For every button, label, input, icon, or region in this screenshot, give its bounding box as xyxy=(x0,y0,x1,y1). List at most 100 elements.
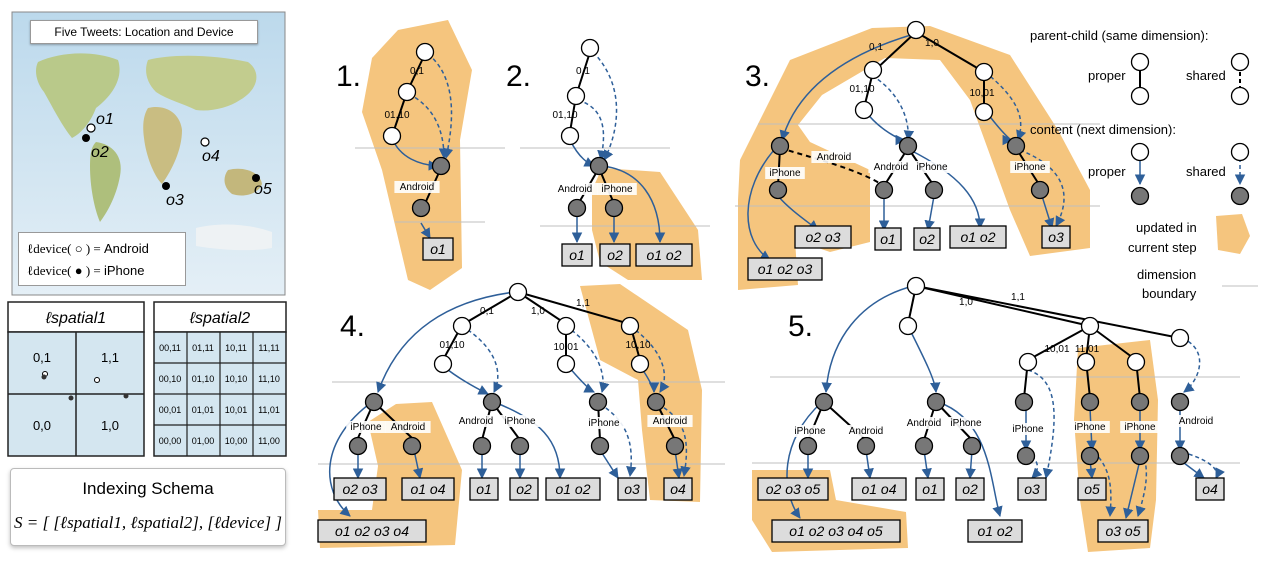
node-label-bg xyxy=(912,161,952,173)
step-2-label: 2. xyxy=(506,60,531,93)
parent-node xyxy=(906,20,926,40)
device-legend-android-prefix: ℓdevice( ○ ) = xyxy=(27,241,104,256)
grid2-cell: 00,01 xyxy=(159,405,182,415)
node-label: iPhone xyxy=(1074,422,1106,433)
content-node xyxy=(814,392,834,412)
leaf-box xyxy=(333,477,387,501)
cell-0-0: 0,0 xyxy=(33,418,51,433)
grid2-cell: 01,10 xyxy=(192,374,215,384)
grid2-cell: 01,00 xyxy=(192,436,215,446)
leaf-label: o1 o2 xyxy=(960,229,995,245)
leaf-label: o3 xyxy=(624,481,640,497)
map-title: Five Tweets: Location and Device xyxy=(30,20,258,44)
point-o5 xyxy=(252,174,260,182)
content-node xyxy=(962,436,982,456)
content-node xyxy=(914,436,934,456)
leaf-label: o2 o3 xyxy=(342,481,377,497)
parent-node xyxy=(863,60,883,80)
leaf-box xyxy=(913,227,941,251)
leaf-box xyxy=(317,519,427,543)
content-node xyxy=(588,392,608,412)
content-node xyxy=(856,436,876,456)
node-label-bg xyxy=(394,181,440,193)
grid2-cell: 00,10 xyxy=(159,374,182,384)
leaf-label: o4 xyxy=(1202,481,1218,497)
parent-node xyxy=(1130,86,1150,106)
legend: parent-child (same dimension): proper sh… xyxy=(1030,28,1250,301)
step-5-label: 5. xyxy=(788,310,813,343)
tree-nodes xyxy=(348,20,1250,466)
node-label: Android xyxy=(391,422,425,433)
leaf-box xyxy=(617,477,647,501)
node-label-bg xyxy=(843,425,889,437)
leaf-box xyxy=(635,243,693,267)
legend-updated-2: current step xyxy=(1128,240,1197,255)
leaf-label: o4 xyxy=(670,481,686,497)
cell-1-1: 1,1 xyxy=(101,350,119,365)
leaf-label: o3 o5 xyxy=(1105,523,1140,539)
content-node xyxy=(1016,446,1036,466)
content-node xyxy=(924,180,944,200)
parent-node xyxy=(397,82,417,102)
node-label: Android xyxy=(874,162,908,173)
schema-title: Indexing Schema xyxy=(82,479,214,498)
content-node xyxy=(1130,446,1150,466)
dimension-boundaries xyxy=(318,123,1258,465)
cell-1-0: 1,0 xyxy=(101,418,119,433)
content-node xyxy=(1170,392,1190,412)
leaf-label: o1 xyxy=(430,241,446,257)
legend-boundary-1: dimension xyxy=(1137,267,1196,282)
leaf-label: o1 o2 xyxy=(555,481,590,497)
leaf-box xyxy=(874,227,902,251)
point-o3 xyxy=(162,182,170,190)
parent-node xyxy=(1018,352,1038,372)
node-label: iPhone xyxy=(588,418,620,429)
parent-node xyxy=(1170,328,1190,348)
leaf-box xyxy=(771,519,901,543)
edge-label: 10,01 xyxy=(969,88,994,99)
edge-label: 0,1 xyxy=(576,66,590,77)
parent-node xyxy=(1230,52,1250,72)
edge-label: 1,0 xyxy=(959,297,973,308)
content-node xyxy=(1014,392,1034,412)
leaf-box xyxy=(561,243,593,267)
step-3-label: 3. xyxy=(745,60,770,93)
node-label-bg xyxy=(868,161,914,173)
node-label-bg xyxy=(946,417,986,429)
edge-label: 10,01 xyxy=(1044,344,1069,355)
node-label-bg xyxy=(901,417,947,429)
leaf-label: o1 o4 xyxy=(410,481,445,497)
content-node xyxy=(590,436,610,456)
parent-node xyxy=(630,354,650,374)
leaf-label: o2 xyxy=(607,247,623,263)
edge-label: 0,1 xyxy=(480,306,494,317)
leaf-box xyxy=(915,477,945,501)
content-node xyxy=(364,392,384,412)
content-node xyxy=(482,392,502,412)
node-label: iPhone xyxy=(350,422,382,433)
node-label: iPhone xyxy=(1124,422,1156,433)
node-label: iPhone xyxy=(794,426,826,437)
content-node xyxy=(874,180,894,200)
point-o2 xyxy=(82,134,90,142)
grid-spatial1-title: ℓspatial1 xyxy=(45,310,106,327)
node-label: iPhone xyxy=(1012,424,1044,435)
leaf-label: o3 xyxy=(1048,229,1064,245)
leaf-label: o5 xyxy=(1084,481,1100,497)
node-label-bg xyxy=(1008,423,1048,435)
content-node xyxy=(589,156,609,176)
node-label: iPhone xyxy=(1014,162,1046,173)
leaf-label: o2 o3 o5 xyxy=(766,481,821,497)
highlights xyxy=(318,20,1158,552)
node-label-bg xyxy=(1010,161,1050,173)
parent-node xyxy=(452,316,472,336)
node-label: Android xyxy=(558,184,592,195)
grid2-cell: 11,10 xyxy=(258,374,280,384)
leaf-label: o1 o2 xyxy=(977,523,1012,539)
grid2-cell: 01,11 xyxy=(192,343,214,353)
leaf-box xyxy=(469,477,499,501)
leaf-box xyxy=(1195,477,1225,501)
leaf-box xyxy=(1041,225,1071,249)
